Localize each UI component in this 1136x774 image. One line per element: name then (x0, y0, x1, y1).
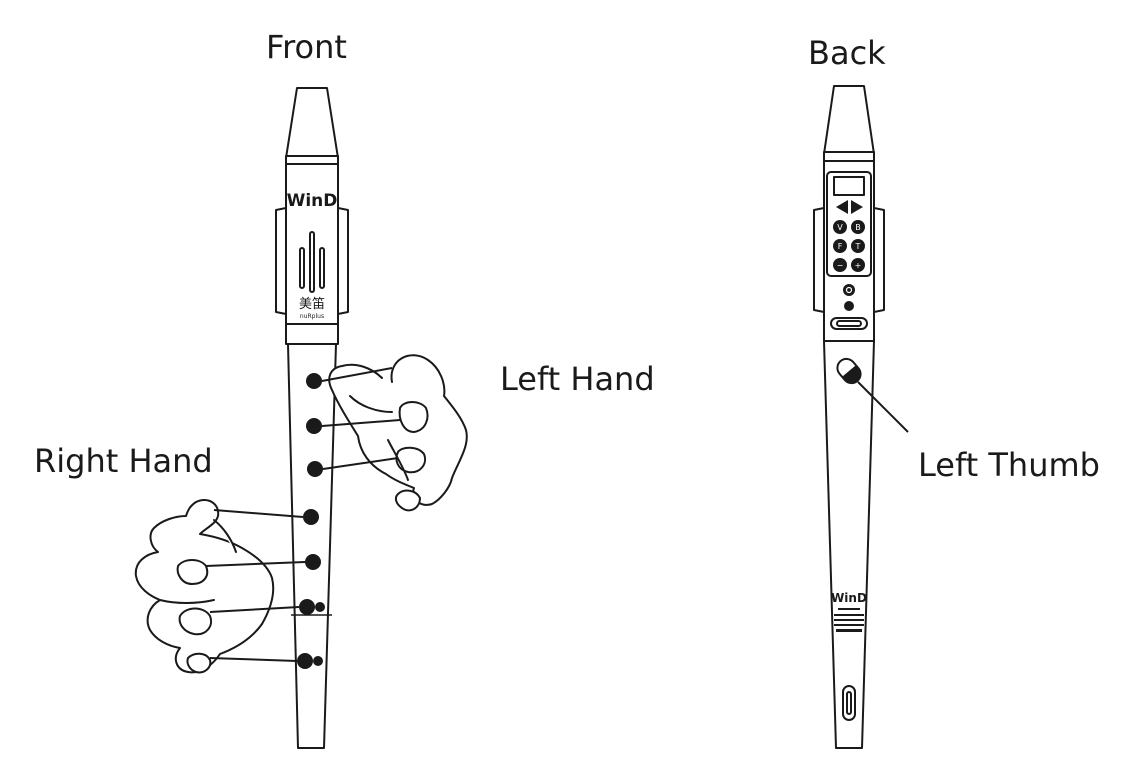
left-thumb-label: Left Thumb (918, 446, 1100, 484)
front-logo: WinD (287, 191, 338, 211)
finger-leader-lines (205, 367, 401, 662)
key-b (851, 220, 865, 234)
back-instrument: V B F T − + WinD (813, 85, 909, 749)
back-left-clip (813, 207, 825, 313)
back-marking-4 (834, 624, 864, 626)
tone-hole-7a (297, 653, 313, 669)
back-display (833, 176, 865, 196)
right-hand-illustration (134, 498, 275, 674)
small-button (844, 301, 854, 311)
key-t (851, 239, 865, 253)
front-label: Front (266, 28, 347, 66)
front-instrument: WinD 美笛 nuRplus (275, 87, 349, 749)
right-hand-label: Right Hand (34, 442, 213, 480)
front-brand-en: nuRplus (300, 313, 324, 320)
key-f-label: F (838, 242, 843, 251)
back-body-tube (823, 340, 875, 749)
front-mouthpiece-ring (285, 155, 339, 165)
key-v-label: V (837, 223, 843, 232)
tone-hole-2 (306, 418, 322, 434)
back-right-clip (873, 207, 885, 313)
front-head-band (285, 323, 339, 345)
left-arrow-icon (836, 200, 848, 214)
front-slit-1 (299, 247, 305, 289)
tone-hole-4 (303, 509, 319, 525)
front-slit-2 (309, 231, 315, 293)
front-body-tube (287, 343, 337, 749)
front-left-clip (275, 207, 287, 315)
back-label: Back (808, 34, 886, 72)
left-hand-label: Left Hand (500, 360, 655, 398)
back-marking-2 (834, 614, 864, 616)
back-marking-1 (838, 608, 860, 610)
thumb-key (836, 357, 862, 385)
right-arrow-icon (851, 200, 863, 214)
back-mouthpiece (823, 85, 875, 155)
back-logo: WinD (831, 591, 867, 605)
key-plus (851, 258, 865, 272)
front-brand-cn: 美笛 (299, 296, 325, 312)
tone-hole-5 (305, 554, 321, 570)
power-icon (843, 284, 855, 296)
front-mouthpiece (285, 87, 339, 159)
key-t-label: T (855, 242, 861, 251)
tone-hole-6a (299, 599, 315, 615)
tone-hole-7b (313, 656, 323, 666)
front-right-clip (337, 207, 349, 315)
key-f (833, 239, 847, 253)
key-plus-label: + (855, 261, 862, 270)
tone-hole-6b (315, 602, 325, 612)
back-cert-marks (836, 629, 862, 632)
tone-hole-1 (306, 373, 322, 389)
key-v (833, 220, 847, 234)
key-minus-label: − (837, 261, 844, 270)
back-marking-3 (834, 619, 864, 621)
tone-hole-3 (307, 461, 323, 477)
back-mouthpiece-ring (823, 151, 875, 162)
key-b-label: B (855, 223, 861, 232)
left-hand-illustration (328, 354, 468, 512)
left-thumb-leader (857, 381, 909, 433)
front-slit-3 (319, 247, 325, 289)
key-minus (833, 258, 847, 272)
